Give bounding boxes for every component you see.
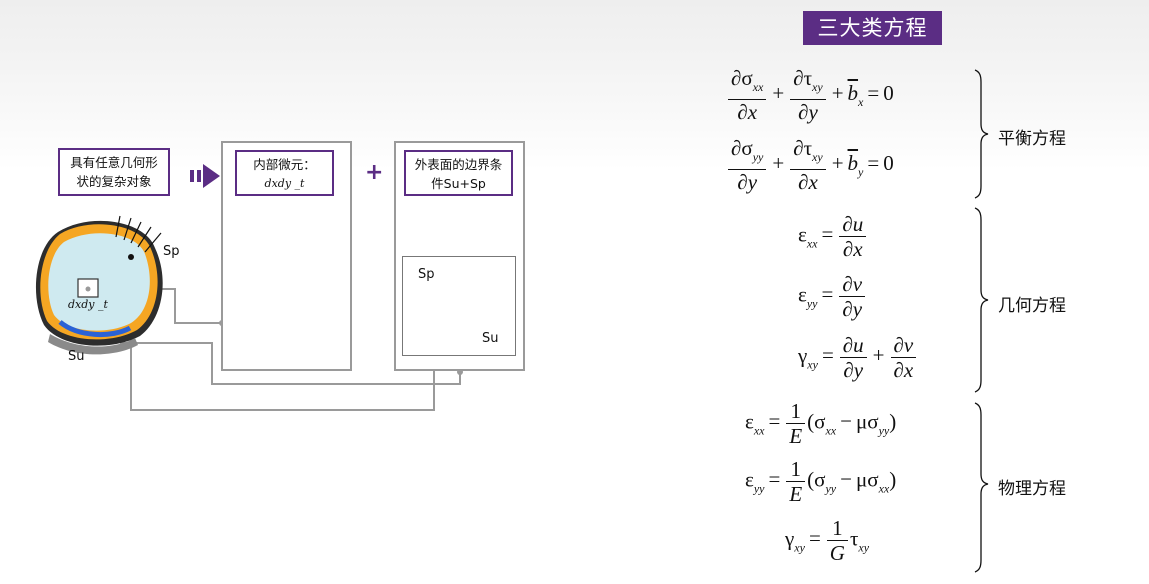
- object-label-line: 状的复杂对象: [76, 174, 152, 189]
- group-label-geometric: 几何方程: [998, 296, 1066, 316]
- complex-body: [35, 220, 163, 355]
- boundary-inner-frame: [402, 256, 516, 356]
- group-label-physical: 物理方程: [998, 479, 1066, 499]
- sp-detail-label: Sp: [418, 267, 435, 282]
- plus-sign: +: [365, 160, 384, 185]
- boundary-label-box: 外表面的边界条 件Su+Sp: [404, 150, 513, 196]
- element-label: dxdy _t: [264, 177, 305, 190]
- internal-label-box: 内部微元： dxdy _t: [235, 150, 334, 196]
- group-label-equilibrium: 平衡方程: [998, 129, 1066, 149]
- page-title: 三大类方程: [803, 11, 942, 45]
- boundary-label-line: 件Su+Sp: [431, 176, 486, 191]
- object-label-line: 具有任意几何形: [70, 155, 158, 170]
- sp-arrows: [115, 215, 162, 253]
- sp-label: Sp: [163, 244, 180, 259]
- internal-label: 内部微元：: [253, 157, 316, 172]
- object-label-box: 具有任意几何形 状的复杂对象: [58, 148, 170, 196]
- su-detail-label: Su: [482, 331, 499, 346]
- equation-equilibrium-y: ∂σyy∂y+∂τxy∂x+by=0: [726, 136, 894, 194]
- element-label-body: dxdy _t: [68, 298, 108, 311]
- equation-shear-strain: γxy=∂u∂y+∂v∂x: [798, 333, 918, 382]
- group-brackets: [974, 69, 989, 573]
- boundary-label-line: 外表面的边界条: [414, 157, 503, 172]
- su-label: Su: [68, 349, 85, 364]
- equation-strain-xx: εxx=∂u∂x: [798, 212, 868, 261]
- equation-strain-yy: εyy=∂v∂y: [798, 272, 867, 321]
- arrow-right-icon: [190, 164, 220, 188]
- equation-equilibrium-x: ∂σxx∂x+∂τxy∂y+bx=0: [726, 66, 894, 124]
